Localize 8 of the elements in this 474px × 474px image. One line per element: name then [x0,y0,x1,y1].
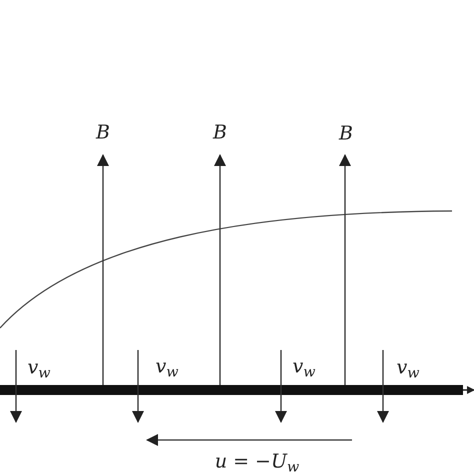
symbol-label: v$_{w}$ [28,358,50,378]
symbol-label: v$_{w}$ [292,358,316,376]
symbol-label: B [96,124,110,142]
symbol-label: B [339,124,353,144]
symbol-label: u = −U$_{w}$ [214,452,300,472]
symbol-label: B [213,124,227,142]
symbol-label: v$_{w}$ [396,358,420,378]
symbol-label: v$_{w}$ [156,358,178,376]
